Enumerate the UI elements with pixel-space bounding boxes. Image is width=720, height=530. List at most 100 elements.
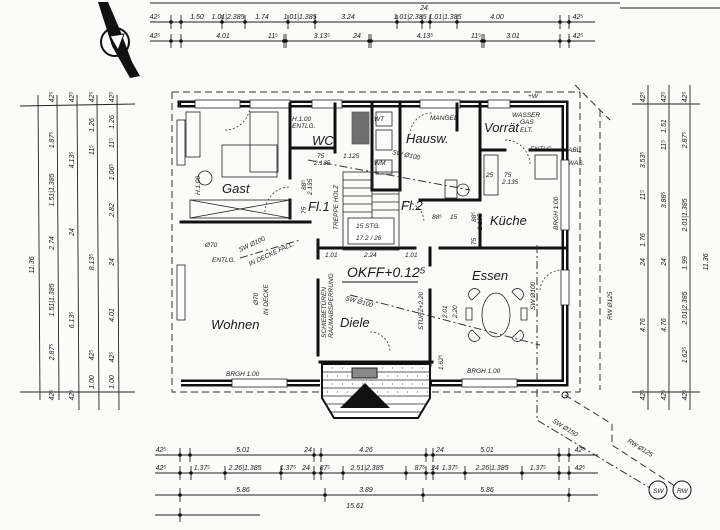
dimension-label-bottom-row2: 42⁵ — [575, 465, 586, 472]
dimension-label-right-col3: 42⁵ — [682, 390, 689, 401]
dimension-label-bottom-row1: 5.01 — [480, 447, 494, 454]
dimension-node — [431, 471, 435, 475]
dimension-node — [428, 20, 432, 24]
dimension-node — [178, 493, 182, 497]
dimension-node — [424, 471, 428, 475]
dimension-node — [179, 20, 183, 24]
dimension-node — [178, 513, 182, 517]
dimension-label-right-col3: 2.87⁵ — [682, 132, 689, 150]
room-wohnen: Wohnen — [211, 317, 259, 332]
dimension-label-right-col3: 1.99 — [682, 256, 689, 270]
dimension-label-right-col1: 42⁵ — [640, 390, 647, 401]
dimension-node — [319, 453, 323, 457]
dimension-node — [178, 471, 182, 475]
rw-manhole-icon — [672, 480, 692, 500]
dimension-label-left-col4: 1.26 — [89, 118, 96, 132]
sw-manhole-icon — [648, 480, 668, 500]
dimension-node — [557, 453, 561, 457]
north-arrow-icon — [98, 2, 140, 78]
dimension-label-top-row1: 3.24 — [341, 14, 355, 21]
ann-rw-125: RW Ø125 — [626, 438, 654, 459]
dimension-label-left-col5: 11⁵ — [109, 138, 116, 148]
dimension-label-bottom-row2: 87⁵ — [320, 465, 331, 472]
ann-sw-diele: SW Ø100 — [344, 295, 373, 309]
ann-wc-entlg: ENTLG. — [292, 123, 316, 130]
dimension-node — [520, 471, 524, 475]
dimension-label-right-col1: 3.53⁵ — [640, 152, 647, 169]
room-gast: Gast — [222, 181, 251, 196]
ann-wasser: WASSER — [512, 112, 540, 119]
dimension-node — [558, 20, 562, 24]
dimension-label-left-col5: 42⁵ — [109, 352, 116, 363]
dimension-label-right-col2: 3.88⁵ — [661, 192, 668, 209]
dimension-label-left-col5: 1.06⁵ — [109, 164, 116, 181]
dimension-node — [463, 471, 467, 475]
dimension-label-top-row1: 1.01|1.385 — [284, 14, 317, 21]
dimension-node — [567, 39, 571, 43]
ann-wohnen-entlg: ENTLG. — [212, 257, 236, 264]
room-wc: WC — [312, 133, 334, 148]
dimension-label-left-col5: 2.82 — [109, 203, 116, 218]
dimension-label-top-row1: 24 — [419, 5, 428, 12]
dimension-node — [220, 20, 224, 24]
dimension-node — [169, 20, 173, 24]
dimension-label-top-row2: 11⁵ — [471, 33, 481, 40]
dimension-label-top-row2: 42⁵ — [573, 33, 584, 40]
dimension-label-bottom-row1: 24 — [303, 447, 312, 454]
dimension-node — [313, 20, 317, 24]
dimension-node — [567, 471, 571, 475]
dim-885c: 88⁵ — [471, 212, 478, 222]
dim-2135d: 2.135 — [501, 179, 519, 186]
ann-sturz: STURZ+2.20 — [418, 292, 425, 330]
ann-kitchen-entlg: ENTLG. — [530, 146, 554, 153]
dimension-node — [284, 39, 288, 43]
dimension-label-left-col1: 11.36 — [29, 256, 36, 273]
dimension-label-left-col5: 24 — [109, 258, 116, 267]
dimension-label-bottom-row2: 2.26|1.385 — [475, 465, 509, 472]
dimension-label-left-col3: 42⁵ — [69, 390, 76, 401]
dimension-node — [279, 471, 283, 475]
dim-2135a: 2.135 — [313, 160, 331, 167]
dim-75d: 75 — [504, 172, 512, 179]
dimension-node — [420, 20, 424, 24]
staircase — [342, 171, 400, 251]
dimension-label-right-col2: 1.51 — [661, 119, 668, 133]
room-essen: Essen — [472, 268, 508, 283]
dimension-label-bottom-row3: 5.86 — [236, 487, 250, 494]
ann-schiebe2: RAUMABSPERRUNG — [328, 273, 335, 338]
room-diele: Diele — [340, 315, 370, 330]
dimension-label-right-col1: 1.76 — [640, 233, 647, 247]
dimension-label-right-col2: 11⁵ — [661, 140, 668, 150]
dimension-label-top-row1: 4.00 — [490, 14, 504, 21]
dim-2135c: 2.135 — [477, 213, 484, 231]
ann-mangel: MANGEL — [430, 115, 458, 122]
dim-25: 25 — [485, 172, 494, 179]
dimension-label-bottom-row2: 42⁵ — [156, 465, 167, 472]
dimension-label-top-row2: 42⁵ — [150, 33, 161, 40]
dimension-label-bottom-row1: 42⁵ — [156, 447, 167, 454]
room-fl2: Fl.2 — [401, 198, 423, 213]
utility-fixtures — [375, 111, 558, 199]
dimension-label-right-col2: 42⁵ — [661, 92, 668, 103]
ann-w: +W — [528, 93, 539, 100]
dimension-label-right-col3: 1.62⁵ — [682, 347, 689, 364]
room-fl1: Fl.1 — [308, 199, 330, 214]
dimension-label-top-row2: 11⁵ — [268, 33, 278, 40]
dimension-label-right-total: 11.36 — [703, 253, 710, 270]
dimension-label-bottom-row2: 24 — [430, 465, 439, 472]
ann-abl: ABL. — [567, 147, 582, 154]
dimension-node — [243, 20, 247, 24]
dimension-node — [189, 471, 193, 475]
dimension-label-bottom-row1: 42⁵ — [575, 447, 586, 454]
dimension-label-top-row1: 1.01|2.385 — [212, 14, 245, 21]
dimension-node — [482, 39, 486, 43]
dimension-label-bottom-row1: 24 — [435, 447, 444, 454]
dimension-label-left-col5: 1.00 — [109, 375, 116, 389]
ann-essen-201: 2.01 — [442, 305, 449, 319]
dimension-label-left-col4: 8.13⁵ — [89, 254, 96, 271]
dimension-label-top-row2: 24 — [352, 33, 361, 40]
dimension-label-bottom-row2: 1.37⁵ — [530, 465, 547, 472]
dimension-label-right-col1: 4.76 — [640, 318, 647, 332]
dimension-label-right-col1: 42⁵ — [640, 92, 647, 103]
dim-2135b: 2.135 — [307, 178, 314, 196]
